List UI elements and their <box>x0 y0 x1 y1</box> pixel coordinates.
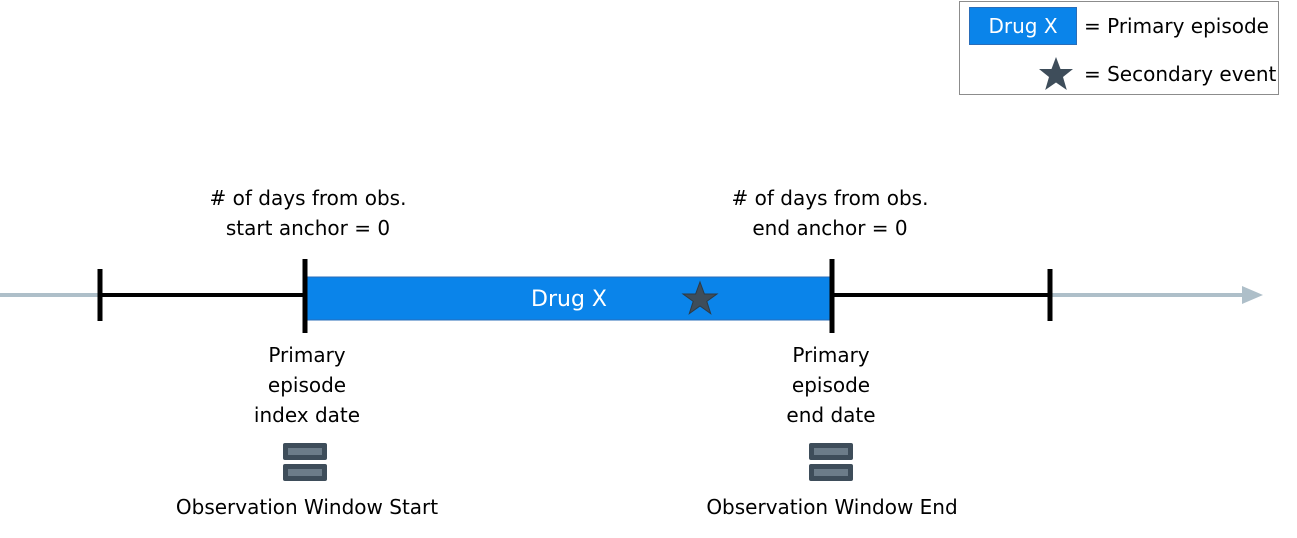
end-date-label: Primary episode end date <box>731 340 931 430</box>
end-date-label-line3: end date <box>786 403 876 427</box>
legend: Drug X = Primary episode = Secondary eve… <box>959 1 1279 95</box>
start-anchor-label-line1: # of days from obs. <box>209 186 407 210</box>
end-anchor-label: # of days from obs. end anchor = 0 <box>680 183 980 243</box>
observation-window-start-label: Observation Window Start <box>175 495 439 519</box>
start-anchor-label: # of days from obs. start anchor = 0 <box>158 183 458 243</box>
legend-star-icon <box>1039 57 1073 90</box>
legend-primary-text: = Primary episode <box>1084 14 1269 38</box>
timeline-arrowhead <box>1242 286 1263 304</box>
end-anchor-label-line2: end anchor = 0 <box>752 216 908 240</box>
drug-x-episode-bar <box>305 276 833 321</box>
end-anchor-label-line1: # of days from obs. <box>731 186 929 210</box>
legend-secondary-text: = Secondary event <box>1084 62 1277 86</box>
end-date-label-line2: episode <box>791 373 871 397</box>
drug-x-bar-label: Drug X <box>531 287 607 312</box>
observation-end-database-icon <box>809 443 853 481</box>
observation-start-database-icon <box>283 443 327 481</box>
index-date-label-line3: index date <box>253 403 361 427</box>
end-date-label-line1: Primary <box>792 343 870 367</box>
index-date-label-line2: episode <box>267 373 347 397</box>
secondary-event-star-icon <box>681 280 719 315</box>
index-date-label-line1: Primary <box>268 343 346 367</box>
observation-window-end-label: Observation Window End <box>706 495 958 519</box>
legend-primary-swatch: Drug X <box>969 7 1077 45</box>
start-anchor-label-line2: start anchor = 0 <box>225 216 391 240</box>
index-date-label: Primary episode index date <box>207 340 407 430</box>
